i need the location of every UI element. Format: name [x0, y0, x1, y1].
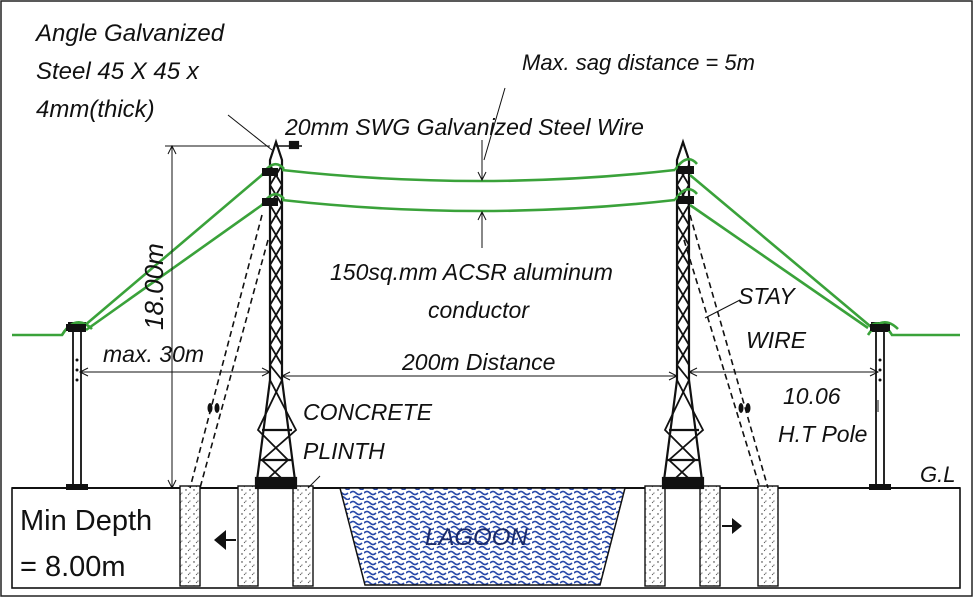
ground-section — [11, 487, 961, 589]
angle-steel-label-line1: Angle Galvanized — [34, 20, 225, 47]
footing — [757, 485, 779, 587]
plinth-label-line1: CONCRETE — [303, 399, 433, 425]
dimension-lines — [78, 87, 880, 490]
stay-wire-label-line2: WIRE — [746, 327, 807, 353]
angle-steel-label-line3: 4mm(thick) — [36, 96, 155, 123]
acsr-label-line1: 150sq.mm ACSR aluminum — [330, 259, 613, 285]
min-depth-label-line2: = 8.00m — [20, 551, 126, 583]
left-arrow-icon — [214, 530, 226, 550]
footing — [644, 485, 666, 587]
height-label: 18.00m — [139, 243, 169, 330]
ground-level-label: G.L — [920, 462, 955, 487]
acsr-label-line2: conductor — [428, 297, 530, 323]
stay-wire-label-line1: STAY — [738, 283, 796, 309]
annotation-labels: Angle Galvanized Steel 45 X 45 x 4mm(thi… — [20, 20, 955, 583]
footing — [237, 485, 259, 587]
ht-pole-label-line2: H.T Pole — [778, 421, 867, 447]
angle-steel-label-line2: Steel 45 X 45 x — [36, 58, 200, 85]
insulators — [66, 166, 890, 331]
lagoon-area — [339, 487, 626, 586]
left-ht-pole — [66, 322, 88, 490]
swg-wire-label: 20mm SWG Galvanized Steel Wire — [284, 114, 644, 140]
footing — [699, 485, 721, 587]
min-depth-label-line1: Min Depth — [20, 505, 152, 537]
sag-label: Max. sag distance = 5m — [522, 50, 755, 75]
max-distance-label: max. 30m — [103, 341, 204, 367]
plinth-label-line2: PLINTH — [303, 438, 385, 464]
lagoon-label: LAGOON — [425, 524, 528, 551]
concrete-footings — [179, 485, 779, 587]
right-ht-pole — [869, 322, 891, 490]
ht-pole-label-line1: 10.06 — [783, 383, 841, 409]
right-arrow-icon — [732, 518, 742, 534]
stay-wires — [189, 214, 769, 489]
direction-arrows — [214, 518, 742, 550]
footing — [292, 485, 314, 587]
footing — [179, 485, 201, 587]
stay-turnbuckles — [207, 403, 751, 413]
span-label: 200m Distance — [401, 349, 555, 375]
